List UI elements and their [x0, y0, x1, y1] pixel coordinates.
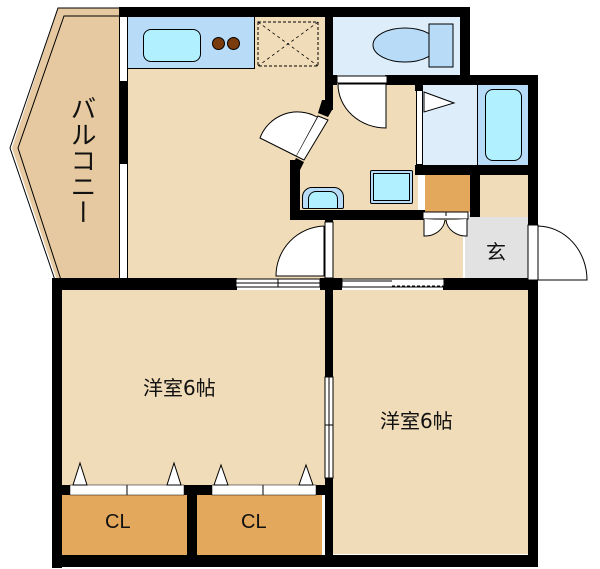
wall-bath-right — [528, 75, 538, 290]
closet-2 — [197, 495, 322, 555]
western-room-2-floor — [333, 290, 528, 554]
wall-closet-top — [52, 485, 70, 495]
entrance-tile — [465, 215, 528, 279]
window-ldk-lower[interactable] — [119, 164, 128, 278]
wall-top-toilet — [325, 7, 470, 17]
bathtub-icon — [485, 89, 522, 161]
wall-room2-right — [528, 280, 538, 567]
balcony-area — [9, 7, 119, 284]
bath-door[interactable] — [416, 90, 423, 165]
closet-1-label: CL — [105, 511, 131, 533]
wall-bath-top — [385, 75, 538, 85]
wall-room-divider-lower — [325, 478, 333, 563]
wall-room1-left — [52, 278, 62, 568]
wall-washroom-bottom — [290, 210, 425, 220]
wall-hall-left — [325, 210, 333, 222]
wall-ldk-left-upper — [119, 80, 128, 164]
wall-toilet-left — [325, 7, 333, 110]
wall-toilet-right — [460, 7, 470, 82]
western-room-2-label: 洋室6帖 — [380, 409, 453, 433]
entrance-label: 玄 — [486, 240, 506, 264]
closet-1 — [60, 495, 187, 555]
wall-room-divider-upper — [325, 285, 333, 377]
stove-burner-icon — [227, 37, 240, 50]
stove-burner-icon — [212, 37, 225, 50]
shoe-closet — [425, 175, 470, 212]
wall-bath-divider-top — [415, 85, 423, 91]
wall-toilet-bottom-left — [333, 75, 337, 85]
western-room-1-floor — [60, 290, 325, 488]
wall-mid-horizontal-3 — [443, 278, 538, 290]
closet-2-label: CL — [241, 511, 267, 533]
wall-closet-divider — [187, 485, 197, 560]
wall-shoe-right — [470, 165, 480, 217]
sink-basin — [143, 29, 201, 62]
shoe-area-floor — [480, 175, 528, 217]
western-room-1-label: 洋室6帖 — [143, 376, 216, 400]
wall-top-ldk — [119, 7, 334, 17]
washing-machine-icon — [370, 170, 413, 204]
wall-mid-horizontal — [52, 278, 237, 290]
wall-closet-mid-top — [184, 485, 212, 495]
wall-closet-right-top — [316, 485, 328, 495]
window-ldk-upper[interactable] — [119, 17, 128, 81]
balcony-label: バルコニー — [66, 95, 96, 225]
washbasin-icon — [302, 187, 344, 209]
wall-bottom — [52, 555, 538, 567]
wall-washroom-left-lower — [290, 160, 300, 220]
